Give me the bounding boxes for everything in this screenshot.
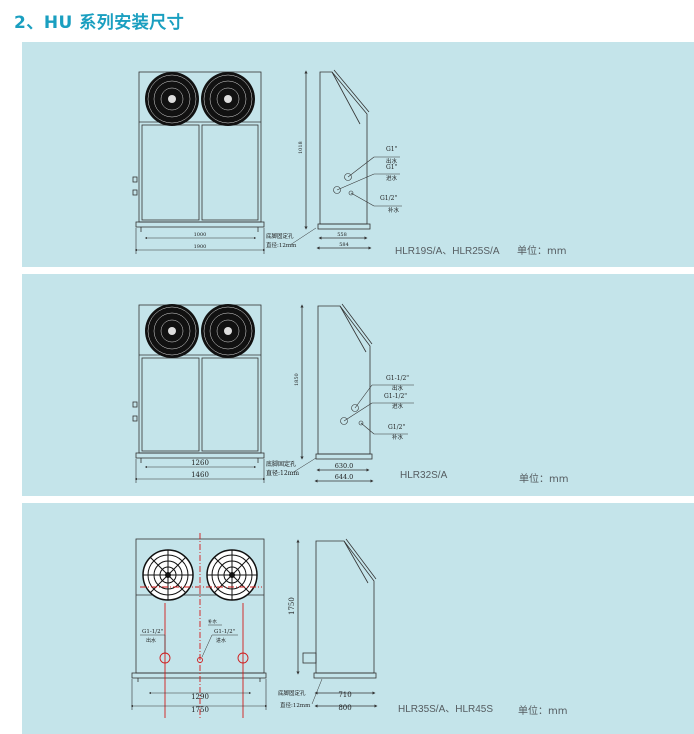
dim-depth-outer: 584 xyxy=(339,242,349,248)
pipe-leaders xyxy=(140,624,238,658)
dim-inner-width: 1000 xyxy=(194,232,207,238)
pipe-outlet-size: G1-1/2" xyxy=(386,375,409,382)
drawing-hlr35: G1-1/2" 出水 补水 G1-1/2" 进水 1290 1750 底脚固定孔… xyxy=(130,533,378,718)
unit-label: 单位：mm xyxy=(517,246,567,257)
foot-note-line1: 底脚固定孔 xyxy=(266,460,296,468)
pipe-centerlines xyxy=(140,533,262,718)
side-view xyxy=(300,303,374,483)
model-names: HLR35S/A、HLR45S xyxy=(398,704,494,715)
model-names: HLR19S/A、HLR25S/A xyxy=(395,246,500,257)
section-divider xyxy=(22,268,654,270)
foot-note-line2: 直径:12mm xyxy=(266,469,299,477)
dim-depth-inner: 630.0 xyxy=(335,462,354,470)
dim-height: 1850 xyxy=(294,373,300,386)
pipe-outlet-label: 出水 xyxy=(146,637,156,644)
fan-icon xyxy=(201,304,255,358)
fan-icon xyxy=(145,304,199,358)
fan-icon xyxy=(145,72,199,126)
fan-icon xyxy=(206,549,258,601)
pipe-fill-label: 补水 xyxy=(388,206,400,214)
pipe-fill-label: 补水 xyxy=(208,618,217,625)
pipe-inlet-size: G1-1/2" xyxy=(214,629,235,635)
section-hlr35-hlr45: G1-1/2" 出水 补水 G1-1/2" 进水 1290 1750 底脚固定孔… xyxy=(22,503,694,734)
foot-note-line2: 直径:12mm xyxy=(266,241,297,249)
pipe-fill-size: G1/2" xyxy=(380,195,397,202)
pipe-inlet-label: 进水 xyxy=(386,174,398,182)
pipe-inlet-label: 进水 xyxy=(216,637,226,644)
pipe-fill-label: 补水 xyxy=(392,433,404,441)
front-dimensions xyxy=(130,679,268,710)
pipe-connections xyxy=(333,156,402,207)
unit-label: 单位：mm xyxy=(519,474,569,485)
pipe-inlet-size: G1" xyxy=(386,164,398,171)
pipe-inlet-label: 进水 xyxy=(392,402,404,410)
front-dimensions xyxy=(134,228,266,254)
front-view xyxy=(132,304,265,463)
front-dimensions xyxy=(134,459,266,483)
foot-note-line2: 直径:12mm xyxy=(280,701,311,709)
pipe-connections xyxy=(340,384,414,435)
pipe-outlet-size: G1-1/2" xyxy=(142,629,163,635)
dim-depth-inner: 558 xyxy=(337,232,347,238)
dim-height: 1750 xyxy=(288,597,296,615)
dim-depth-outer: 644.0 xyxy=(335,473,354,481)
dim-inner-width: 1290 xyxy=(191,693,209,701)
section-hlr19-hlr25: 1000 1900 底脚固定孔 直径:12mm 1018 558 584 G1"… xyxy=(22,42,694,267)
side-view xyxy=(296,538,378,708)
section-divider xyxy=(22,497,654,499)
dim-outer-width: 1900 xyxy=(194,244,207,250)
model-names: HLR32S/A xyxy=(400,470,448,481)
page-heading: 2、HU 系列安装尺寸 xyxy=(14,13,185,33)
drawing-hlr19: 1000 1900 底脚固定孔 直径:12mm 1018 558 584 G1"… xyxy=(132,69,402,254)
dim-outer-width: 1750 xyxy=(191,706,209,714)
dim-height: 1018 xyxy=(298,141,304,154)
drawing-hlr32: 1260 1460 底脚固定孔 直径:12mm 1850 630.0 644.0… xyxy=(132,303,414,483)
pipe-fill-size: G1/2" xyxy=(388,424,405,431)
side-view xyxy=(304,69,372,250)
foot-note-line1: 底脚固定孔 xyxy=(278,689,306,697)
fan-icon xyxy=(142,549,194,601)
unit-label: 单位：mm xyxy=(518,706,568,717)
dim-inner-width: 1260 xyxy=(191,459,209,467)
pipe-outlet-label: 出水 xyxy=(392,384,404,392)
pipe-outlet-label: 出水 xyxy=(386,157,398,165)
pipe-inlet-size: G1-1/2" xyxy=(384,393,407,400)
section-hlr32: 1260 1460 底脚固定孔 直径:12mm 1850 630.0 644.0… xyxy=(22,274,694,496)
dim-outer-width: 1460 xyxy=(191,471,209,479)
foot-note-line1: 底脚固定孔 xyxy=(266,232,294,240)
dim-depth-inner: 710 xyxy=(338,691,351,699)
fan-icon xyxy=(201,72,255,126)
pipe-outlet-size: G1" xyxy=(386,146,398,153)
dim-depth-outer: 800 xyxy=(338,704,351,712)
